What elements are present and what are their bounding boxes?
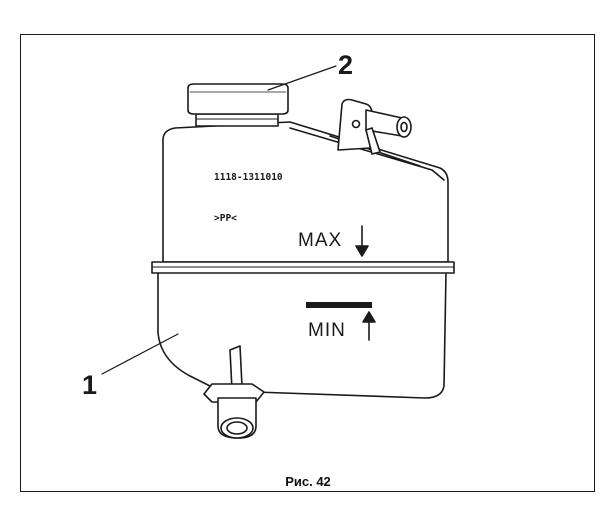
callout-2-label: 2 [338,50,353,80]
figure-caption: Рис. 42 [285,474,331,489]
tank-part-number: 1118-1311010 [214,172,283,183]
tank-top-rib [289,127,445,181]
filler-neck [195,113,279,127]
max-level-label: MAX [298,230,342,251]
tank-lower-body [157,271,447,399]
filler-cap [187,83,289,115]
min-arrow-icon [362,311,376,341]
callout-1-leader [101,333,179,375]
callout-1-label: 1 [82,370,97,400]
min-level-label: MIN [308,320,346,341]
callout-2-leader [267,65,337,91]
max-arrow-icon [355,225,369,257]
tank-material-mark: >PP< [214,213,237,224]
min-level-bar [306,302,372,308]
